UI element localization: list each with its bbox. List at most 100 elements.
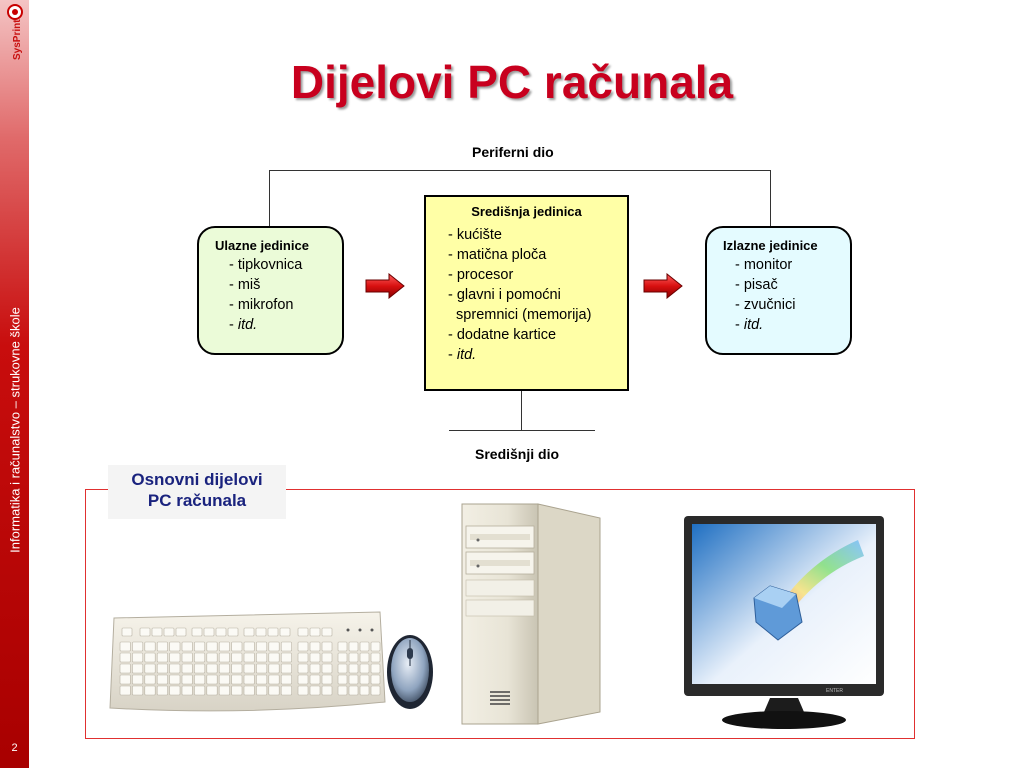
keyboard-key [359, 685, 370, 696]
keyboard-key [243, 641, 255, 652]
keyboard-key [194, 652, 206, 663]
keyboard-key [268, 674, 280, 685]
central-unit-heading: Središnja jedinica [471, 204, 582, 219]
keyboard-key [243, 652, 255, 663]
central-unit-list: - kućište - matična ploča - procesor - g… [448, 225, 627, 365]
keyboard-key [119, 663, 131, 674]
keyboard-key [132, 652, 144, 663]
keyboard-key [359, 652, 370, 663]
keyboard-key [256, 674, 268, 685]
keyboard-key [156, 641, 168, 652]
keyboard-key [169, 652, 181, 663]
keyboard-key [194, 663, 206, 674]
keyboard-key [144, 663, 156, 674]
right-arrow-icon [643, 273, 683, 299]
keyboard-key [297, 641, 309, 652]
keyboard-key [144, 641, 156, 652]
keyboard-key [206, 674, 218, 685]
output-item: - pisač [735, 277, 778, 293]
keyboard-key [370, 641, 381, 652]
input-more-prefix: - [229, 317, 238, 333]
keyboard-key [370, 685, 381, 696]
keyboard-key [132, 674, 144, 685]
keyboard-key [297, 685, 309, 696]
keyboard-key [231, 663, 243, 674]
keyboard-key [132, 685, 144, 696]
keyboard-key [206, 685, 218, 696]
components-label-line1: Osnovni dijelovi [131, 470, 263, 489]
bottom-bracket [449, 430, 595, 431]
central-item: - glavni i pomoćni [448, 287, 561, 303]
central-item: - procesor [448, 267, 514, 283]
keyboard-key [268, 641, 280, 652]
input-units-list: - tipkovnica - miš - mikrofon - itd. [229, 255, 342, 335]
monitor-image: ENTER [684, 516, 884, 729]
monitor-brand: ENTER [826, 688, 843, 694]
input-units-heading: Ulazne jedinice [215, 238, 309, 253]
page-title: Dijelovi PC računala [290, 56, 734, 108]
keyboard-key [370, 674, 381, 685]
keyboard-key [194, 641, 206, 652]
central-item: spremnici (memorija) [448, 307, 592, 323]
keyboard-key [280, 652, 292, 663]
keyboard-key [194, 674, 206, 685]
left-connector [269, 170, 270, 226]
keyboard-key [348, 685, 359, 696]
central-item-more: - itd. [448, 345, 627, 365]
central-item: - kućište [448, 227, 502, 243]
keyboard-key [119, 652, 131, 663]
keyboard-key [243, 663, 255, 674]
keyboard-key [309, 685, 321, 696]
keyboard-key [218, 685, 230, 696]
keyboard-key [144, 652, 156, 663]
logo-text: SysPrint [12, 19, 23, 60]
input-units-box: Ulazne jedinice - tipkovnica - miš - mik… [197, 226, 344, 355]
input-item: - mikrofon [229, 297, 294, 313]
right-connector [770, 170, 771, 226]
sidebar: SysPrint Informatika i računalstvo – str… [0, 0, 29, 768]
keyboard-key [370, 652, 381, 663]
keyboard-key [256, 685, 268, 696]
keyboard-key [321, 663, 333, 674]
output-units-box: Izlazne jedinice - monitor - pisač - zvu… [705, 226, 852, 355]
keyboard-key [280, 685, 292, 696]
keyboard-key [321, 685, 333, 696]
keyboard-key [297, 663, 309, 674]
sidebar-course-title: Informatika i računalstvo – strukovne šk… [7, 307, 23, 553]
keyboard-key [337, 641, 348, 652]
input-item-more: - itd. [229, 315, 342, 335]
keyboard-key [231, 674, 243, 685]
keyboard-key [169, 641, 181, 652]
keyboard-key [181, 685, 193, 696]
keyboard-key [337, 674, 348, 685]
keyboard-key [268, 685, 280, 696]
keyboard-key [169, 674, 181, 685]
keyboard-key [309, 663, 321, 674]
keyboard-key [321, 674, 333, 685]
keyboard-key [359, 641, 370, 652]
keyboard-key [169, 663, 181, 674]
page-number: 2 [11, 742, 18, 754]
output-units-heading: Izlazne jedinice [723, 238, 818, 253]
keyboard-key [119, 674, 131, 685]
central-unit-box: Središnja jedinica - kućište - matična p… [424, 195, 629, 391]
central-item: - dodatne kartice [448, 327, 557, 343]
keyboard-key [206, 663, 218, 674]
keyboard-key [144, 674, 156, 685]
central-label: Središnji dio [475, 446, 560, 462]
keyboard-key [309, 652, 321, 663]
sysprint-logo: SysPrint [7, 4, 23, 60]
keyboard-key [268, 663, 280, 674]
keyboard-key [243, 674, 255, 685]
output-more: itd. [743, 317, 764, 333]
keyboard-key [144, 685, 156, 696]
keyboard-key [309, 641, 321, 652]
keyboard-key [297, 674, 309, 685]
keyboard-image [109, 611, 386, 712]
keyboard-key [348, 663, 359, 674]
keyboard-key [132, 663, 144, 674]
keyboard-key [156, 663, 168, 674]
central-more-prefix: - [448, 347, 457, 363]
keyboard-key [256, 641, 268, 652]
input-more: itd. [237, 317, 258, 333]
